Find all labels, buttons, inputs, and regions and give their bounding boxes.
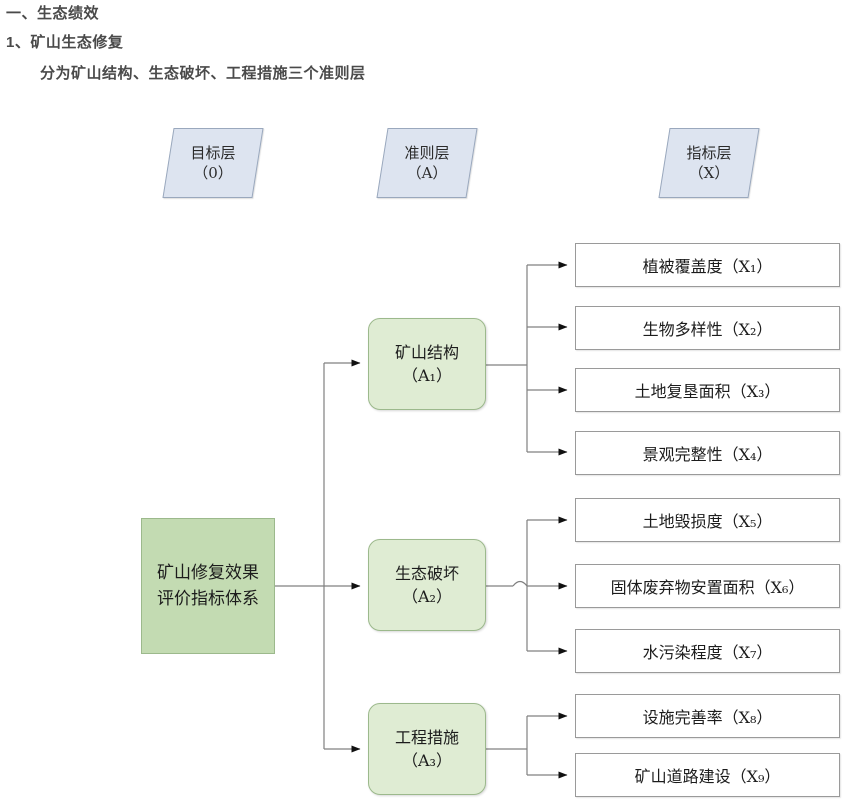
goal-node[interactable]: 矿山修复效果评价指标体系 bbox=[141, 518, 275, 654]
indicator-node-x6-label: 固体废弃物安置面积（X₆） bbox=[610, 578, 805, 597]
heading-line-1: 一、生态绩效 bbox=[6, 5, 100, 22]
layer-header-criteria-title: 准则层 bbox=[404, 143, 450, 162]
indicator-node-x9-label: 矿山道路建设（X₉） bbox=[634, 767, 781, 786]
indicator-node-x3-label: 土地复垦面积（X₃） bbox=[634, 382, 781, 401]
goal-node-label: 矿山修复效果评价指标体系 bbox=[157, 562, 259, 609]
indicator-node-x8-label: 设施完善率（X₈） bbox=[642, 708, 773, 727]
indicator-node-x7-label: 水污染程度（X₇） bbox=[642, 643, 773, 662]
indicator-node-x1[interactable]: 植被覆盖度（X₁） bbox=[575, 243, 840, 287]
criteria-node-a1-code: （A₁） bbox=[402, 366, 452, 385]
criteria-node-a1-label: 矿山结构 bbox=[394, 342, 459, 362]
criteria-node-a1[interactable]: 矿山结构 （A₁） bbox=[368, 318, 486, 410]
criteria-node-a3-label: 工程措施 bbox=[394, 727, 459, 747]
layer-header-criteria-code: （A） bbox=[406, 164, 448, 182]
layer-header-goal-code: （0） bbox=[193, 164, 233, 182]
criteria-node-a3-code: （A₃） bbox=[402, 751, 452, 770]
indicator-node-x7[interactable]: 水污染程度（X₇） bbox=[575, 629, 840, 673]
layer-header-indicator-title: 指标层 bbox=[686, 143, 732, 162]
criteria-node-a2-label: 生态破坏 bbox=[394, 563, 459, 583]
heading-line-3: 分为矿山结构、生态破坏、工程措施三个准则层 bbox=[40, 65, 366, 82]
indicator-node-x3[interactable]: 土地复垦面积（X₃） bbox=[575, 368, 840, 412]
criteria-node-a2[interactable]: 生态破坏 （A₂） bbox=[368, 539, 486, 631]
criteria-node-a3[interactable]: 工程措施 （A₃） bbox=[368, 703, 486, 795]
heading-line-2: 1、矿山生态修复 bbox=[6, 34, 124, 51]
indicator-node-x2-label: 生物多样性（X₂） bbox=[642, 320, 773, 339]
indicator-node-x4[interactable]: 景观完整性（X₄） bbox=[575, 431, 840, 475]
indicator-node-x4-label: 景观完整性（X₄） bbox=[642, 445, 773, 464]
indicator-node-x6[interactable]: 固体废弃物安置面积（X₆） bbox=[575, 564, 840, 608]
indicator-node-x1-label: 植被覆盖度（X₁） bbox=[642, 257, 773, 276]
indicator-node-x5-label: 土地毁损度（X₅） bbox=[642, 512, 773, 531]
layer-header-goal-title: 目标层 bbox=[190, 143, 236, 162]
indicator-node-x8[interactable]: 设施完善率（X₈） bbox=[575, 694, 840, 738]
criteria-node-a2-code: （A₂） bbox=[402, 587, 452, 606]
layer-header-indicator: 指标层 （X） bbox=[658, 128, 760, 198]
layer-header-goal: 目标层 （0） bbox=[162, 128, 264, 198]
layer-header-criteria: 准则层 （A） bbox=[376, 128, 478, 198]
layer-header-indicator-code: （X） bbox=[688, 164, 730, 182]
indicator-node-x5[interactable]: 土地毁损度（X₅） bbox=[575, 498, 840, 542]
wire-a2-hop bbox=[512, 580, 528, 587]
indicator-node-x2[interactable]: 生物多样性（X₂） bbox=[575, 306, 840, 350]
indicator-node-x9[interactable]: 矿山道路建设（X₉） bbox=[575, 753, 840, 797]
